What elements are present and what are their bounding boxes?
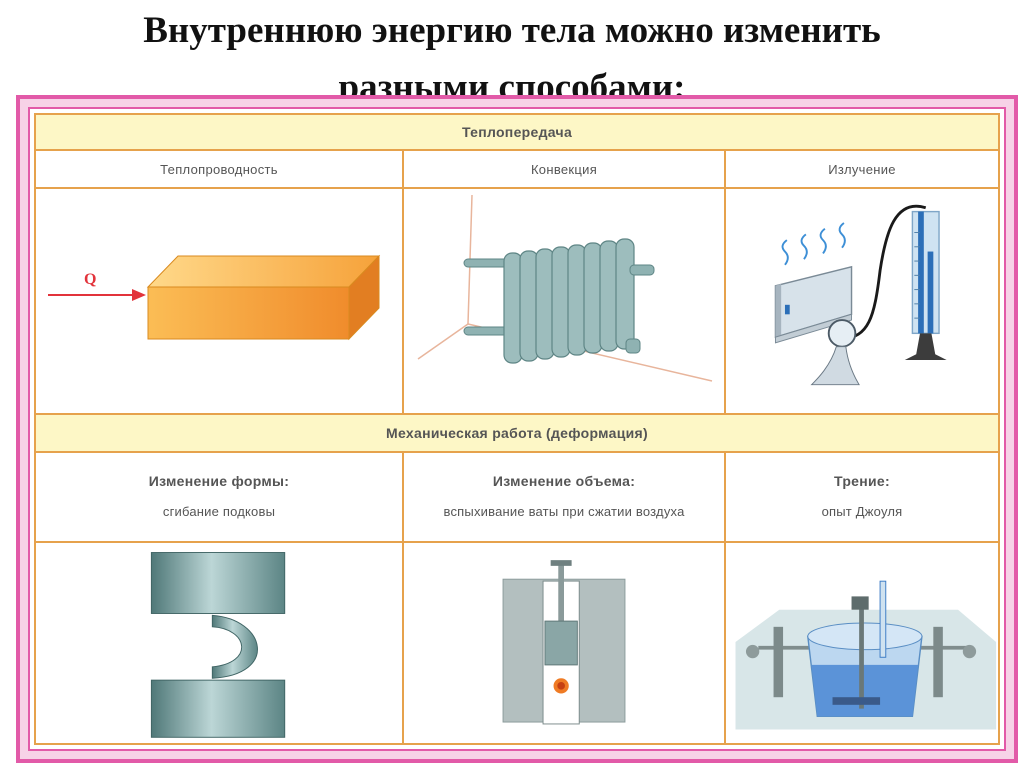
bent-horseshoe-image — [36, 543, 402, 743]
table-frame: Теплопередача Теплопроводность Конвекция… — [16, 95, 1018, 763]
volume-change-title: Изменение объема: — [493, 473, 635, 489]
heat-transfer-band: Теплопередача — [36, 115, 998, 149]
shape-change-title: Изменение формы: — [149, 473, 290, 489]
radiator-image — [404, 189, 724, 413]
shape-change-description: Изменение формы: сгибание подковы — [36, 453, 402, 541]
volume-change-text: вспыхивание ваты при сжатии воздуха — [444, 503, 685, 520]
radiator-illustration — [404, 189, 724, 413]
slide-title-line-1: Внутреннюю энергию тела можно изменить — [0, 2, 1024, 59]
header-conduction: Теплопроводность — [36, 151, 402, 187]
mechanical-work-band: Механическая работа (деформация) — [36, 415, 998, 451]
radiation-thermoscope-illustration — [726, 189, 998, 413]
joule-experiment-illustration — [726, 543, 998, 743]
header-radiation: Излучение — [726, 151, 998, 187]
radiation-thermoscope-image — [726, 189, 998, 413]
heat-q-label: Q — [84, 271, 96, 288]
friction-title: Трение: — [834, 473, 890, 489]
table-frame-inner: Теплопередача Теплопроводность Конвекция… — [28, 107, 1006, 751]
methods-table: Теплопередача Теплопроводность Конвекция… — [34, 113, 1000, 745]
header-convection: Конвекция — [404, 151, 724, 187]
shape-change-text: сгибание подковы — [163, 503, 275, 520]
air-compression-syringe-illustration — [404, 543, 724, 743]
heated-block-image: Q — [36, 189, 402, 413]
air-compression-syringe-image — [404, 543, 724, 743]
bent-horseshoe-illustration — [36, 543, 402, 743]
heated-block-illustration: Q — [36, 189, 402, 413]
friction-description: Трение: опыт Джоуля — [726, 453, 998, 541]
friction-text: опыт Джоуля — [822, 503, 903, 520]
volume-change-description: Изменение объема: вспыхивание ваты при с… — [404, 453, 724, 541]
joule-experiment-image — [726, 543, 998, 743]
